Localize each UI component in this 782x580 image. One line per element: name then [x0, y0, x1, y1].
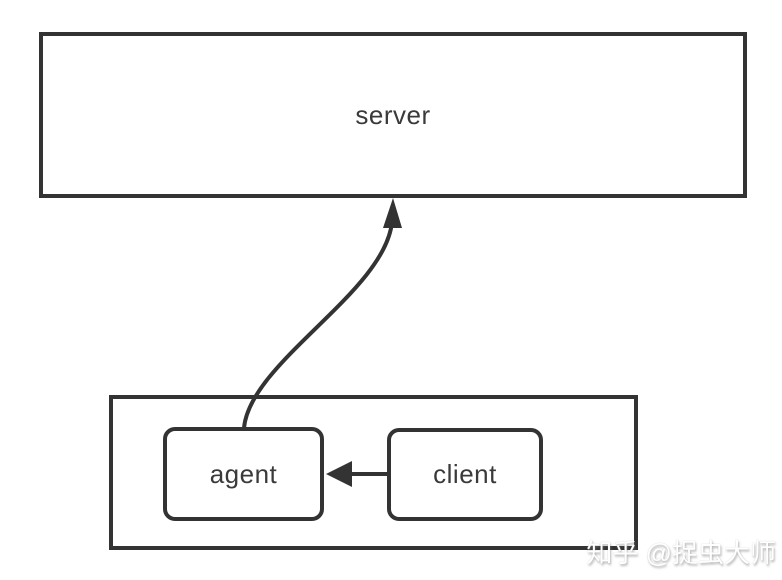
client-label: client [433, 459, 497, 489]
agent-to-server-arrow [242, 198, 402, 430]
server-label: server [355, 99, 431, 130]
agent-label: agent [209, 458, 278, 489]
client-node: client [387, 428, 543, 521]
agent-node: agent [163, 427, 324, 521]
agent-to-server-arrowhead-icon [383, 198, 402, 228]
server-node: server [39, 32, 747, 198]
zhihu-watermark: 知乎 @捉虫大师 [586, 538, 776, 568]
